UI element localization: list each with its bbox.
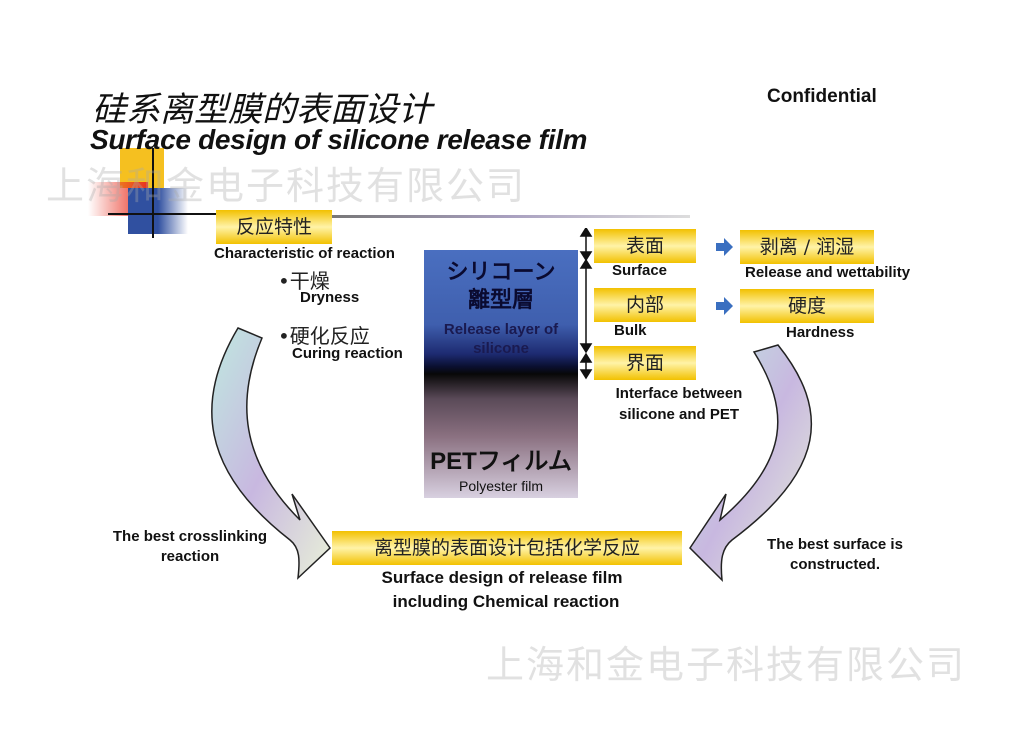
dryness-cn: •干燥 [278,269,330,293]
hardness-label: Hardness [786,324,855,341]
deco-hline [108,213,218,215]
deco-blue-square [128,188,188,234]
bottom-label-2: including Chemical reaction [392,592,620,611]
surface-label: Surface [612,262,668,279]
watermark: 上海和金电子科技有限公司 [46,164,527,208]
layer-jp: 離型層 [467,287,534,312]
interface-box: 界面 [594,346,696,380]
silicone-layer-label-jp: シリコーン離型層 [424,258,578,314]
confidential-label: Confidential [767,86,877,107]
surface-box: 表面 [594,229,696,263]
bulk-label: Bulk [614,322,647,339]
layer-dimension-arrows [579,228,593,380]
pet-film-label: PETフィルム [430,448,572,475]
release-layer-label: Release layer of silicone [443,321,559,357]
curing-cn: •硬化反应 [278,324,370,348]
arrow-right-icon [716,297,733,315]
reaction-box: 反应特性 [216,210,332,244]
deco-yellow-square [120,148,164,188]
dryness-en: Dryness [300,289,360,306]
watermark: 上海和金电子科技有限公司 [486,643,967,687]
left-curved-arrow [211,327,331,580]
interface-label: Interface between silicone and PET [615,385,743,423]
polyester-film-label: Polyester film [458,478,544,494]
curing-en: Curing reaction [292,345,403,362]
left-arrow-label: The best crosslinking reaction [112,528,268,565]
arrow-right-icon [716,238,733,256]
bulk-box: 内部 [594,288,696,322]
deco-vline [152,148,154,238]
bottom-label-1: Surface design of release film [381,568,623,587]
film-cross-section [424,250,578,498]
release-wettability-box: 剥离 / 润湿 [740,230,874,264]
title-english: Surface design of silicone release film [90,124,588,155]
right-arrow-label: The best surface is constructed. [767,536,903,573]
bottom-box: 离型膜的表面设计包括化学反应 [332,531,682,565]
title-chinese: 硅系离型膜的表面设计 [92,90,432,130]
hardness-box: 硬度 [740,289,874,323]
reaction-label: Characteristic of reaction [214,245,395,262]
right-curved-arrow [689,344,813,583]
silicone-jp: シリコーン [446,259,556,284]
release-wettability-label: Release and wettability [745,264,911,281]
header-rule [330,215,690,218]
